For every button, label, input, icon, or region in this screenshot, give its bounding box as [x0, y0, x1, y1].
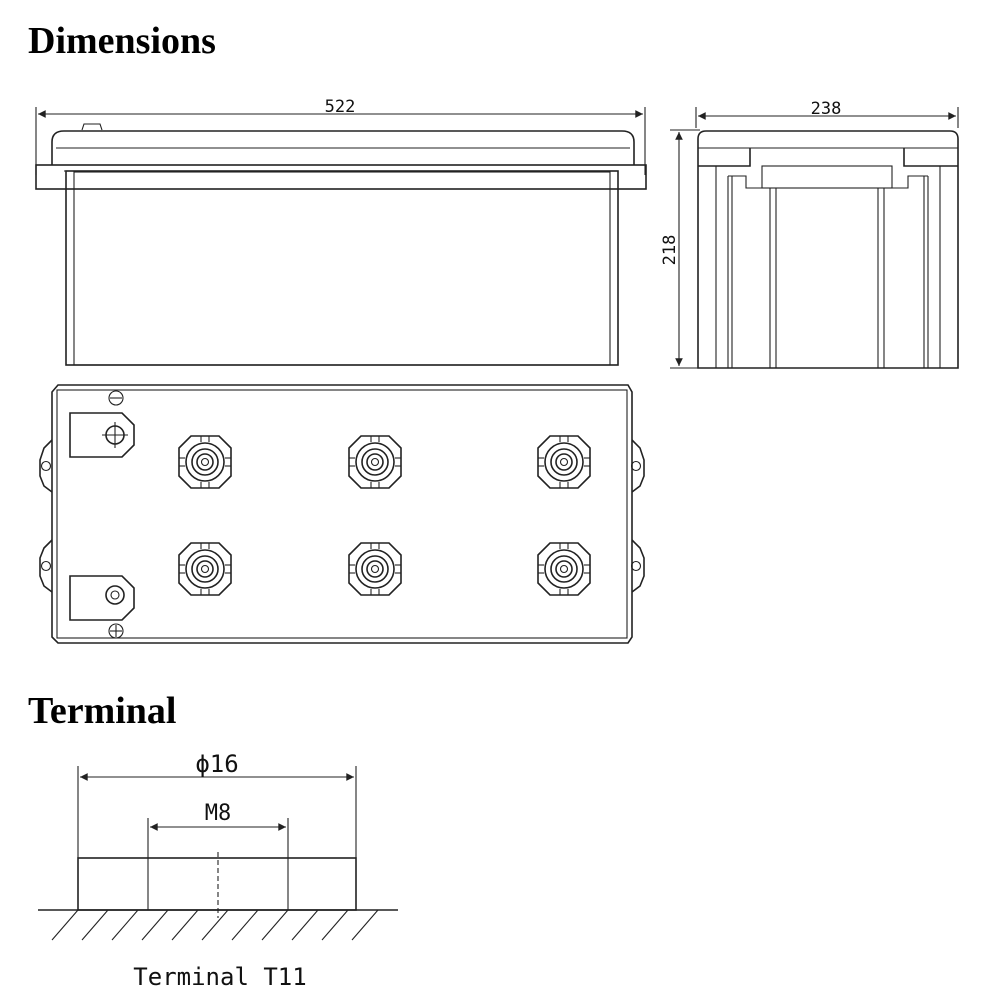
- cell-post: [537, 542, 591, 596]
- side-view: 238 218: [660, 99, 959, 369]
- front-view: 522: [35, 97, 647, 366]
- width-dimension-label: 238: [811, 99, 842, 119]
- positive-symbol-icon: [108, 623, 124, 639]
- top-view: [39, 384, 645, 644]
- cell-post: [178, 435, 232, 489]
- length-dimension-label: 522: [325, 97, 356, 117]
- cell-post: [348, 542, 402, 596]
- negative-symbol-icon: [108, 390, 124, 406]
- cell-post: [178, 542, 232, 596]
- terminal-heading: Terminal: [28, 690, 177, 732]
- negative-terminal-bracket: [69, 412, 135, 458]
- terminal-detail: ϕ16 M8 Terminal T11: [38, 750, 398, 991]
- height-dimension-label: 218: [660, 235, 680, 266]
- positive-terminal-bracket: [69, 575, 135, 621]
- thread-size-label: M8: [205, 801, 232, 826]
- outer-diameter-label: ϕ16: [195, 750, 238, 778]
- cell-post: [537, 435, 591, 489]
- cell-post: [348, 435, 402, 489]
- terminal-caption: Terminal T11: [133, 963, 306, 991]
- dimensions-heading: Dimensions: [28, 20, 216, 62]
